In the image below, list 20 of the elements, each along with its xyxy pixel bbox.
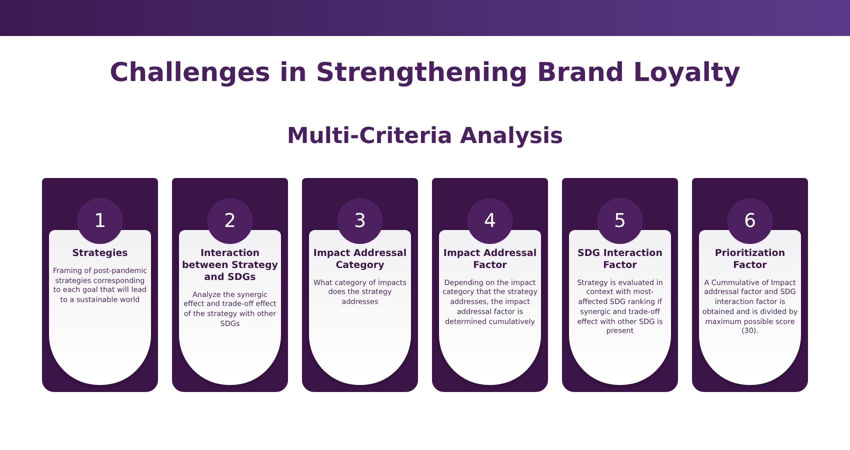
step-card	[172, 178, 288, 392]
step-heading: Impact Addressal Factor	[442, 248, 538, 272]
step-number: 4	[467, 198, 513, 244]
step-card	[302, 178, 418, 392]
step-heading: Impact Addressal Category	[312, 248, 408, 272]
step-number: 6	[727, 198, 773, 244]
subtitle: Multi-Criteria Analysis	[286, 124, 564, 149]
step-number: 3	[337, 198, 383, 244]
step-number: 2	[207, 198, 253, 244]
step-heading: Interaction between Strategy and SDGs	[182, 248, 278, 284]
step-heading: Strategies	[71, 248, 129, 260]
step-number: 5	[597, 198, 643, 244]
step-card	[42, 178, 158, 392]
step-heading: Prioritization Factor	[714, 248, 786, 272]
step-card	[692, 178, 808, 392]
step-card	[562, 178, 678, 392]
step-card	[432, 178, 548, 392]
step-number: 1	[77, 198, 123, 244]
title: Challenges in Strengthening Brand Loyalty	[108, 58, 742, 88]
step-heading: SDG Interaction Factor	[576, 248, 664, 272]
